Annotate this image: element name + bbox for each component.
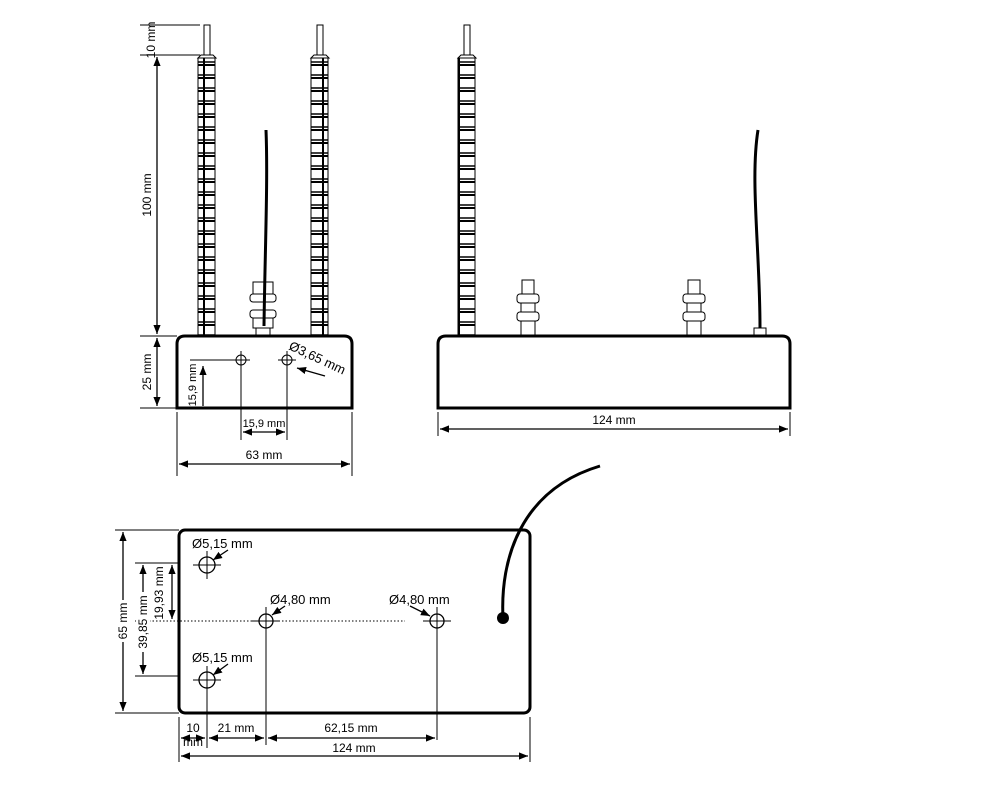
half-holes-label: 19,93 mm (152, 566, 166, 619)
side-body (436, 334, 792, 410)
edge-offset-label-b: mm (183, 735, 203, 749)
terminal-stud-left (516, 279, 540, 337)
hole-bottom-left (193, 666, 221, 748)
hole-front-2 (278, 351, 296, 440)
hole-right (423, 607, 451, 740)
bottom-body (177, 528, 532, 715)
hole-diameter-label: Ø3,65 mm (287, 338, 348, 377)
dim-tip-label: 10 mm (144, 22, 158, 59)
hole-front-1 (232, 351, 250, 440)
sensor-cable-side (753, 129, 767, 337)
hole-right-label: Ø4,80 mm (389, 592, 450, 607)
side-length-label: 124 mm (592, 413, 635, 427)
hole-top-left-label: Ø5,15 mm (192, 536, 253, 551)
heating-rod-left (196, 24, 218, 337)
dim-hole-height-label: 15,9 mm (187, 364, 199, 407)
sensor-cable-bottom (501, 464, 601, 619)
hole-center-label: Ø4,80 mm (270, 592, 331, 607)
bottom-length-label: 124 mm (332, 741, 375, 755)
front-view: 10 mm 100 mm 25 mm 15,9 mm 15,9 mm 63 mm… (140, 22, 354, 476)
terminal-stud-right (682, 279, 706, 337)
hole-center (252, 607, 280, 745)
offset-21-label: 21 mm (218, 721, 255, 735)
offset-62-label: 62,15 mm (324, 721, 377, 735)
heating-rod-right (309, 24, 331, 337)
edge-offset-label-a: 10 (186, 721, 200, 735)
outer-holes-label: 39,85 mm (136, 595, 150, 648)
dim-width-label: 63 mm (246, 448, 283, 462)
side-view: 124 mm (436, 24, 792, 436)
sensor-fitting (249, 129, 277, 337)
hole-top-left (193, 551, 221, 579)
dim-rod-label: 100 mm (140, 173, 154, 216)
bottom-view: Ø5,15 mm Ø5,15 mm Ø4,80 mm Ø4,80 mm 65 m… (115, 464, 601, 762)
heating-rod-side (456, 24, 478, 337)
dim-hole-spacing-label: 15,9 mm (243, 418, 286, 430)
bottom-height-label: 65 mm (116, 603, 130, 640)
hole-bottom-left-label: Ø5,15 mm (192, 650, 253, 665)
dim-body-height-label: 25 mm (140, 354, 154, 391)
front-body (175, 334, 354, 410)
